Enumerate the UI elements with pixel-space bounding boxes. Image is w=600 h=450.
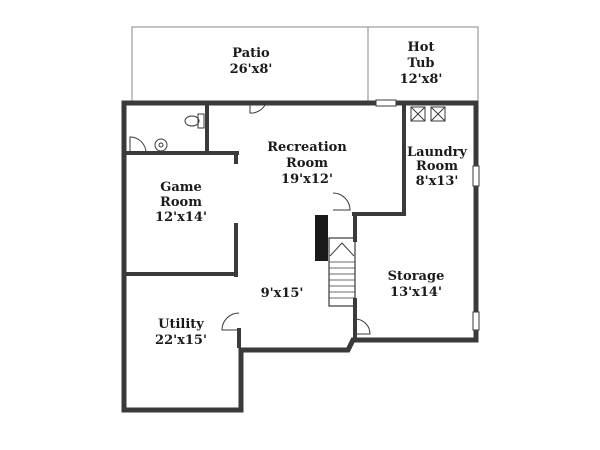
patio-name: Patio — [232, 46, 270, 61]
staircase-outline — [328, 237, 356, 307]
window-laundry — [472, 165, 480, 187]
recreation-name-2: Room — [286, 156, 328, 171]
door-utility — [221, 312, 240, 331]
interior-walls — [122, 101, 406, 348]
door-bath — [129, 136, 147, 154]
game-room-name-1: Game — [160, 180, 202, 195]
laundry-name-1: Laundry — [407, 145, 467, 160]
stair-treads — [329, 261, 355, 299]
door-storage — [354, 318, 371, 335]
bathroom-fixtures — [154, 113, 205, 152]
washer — [410, 106, 426, 122]
fireplace — [315, 215, 328, 261]
sink — [154, 138, 168, 152]
room-labels: Patio 26'x8' Hot Tub 12'x8' Recreation R… — [155, 40, 467, 348]
window-rear — [375, 99, 397, 107]
hot-tub-name-1: Hot — [408, 40, 435, 55]
laundry-name-2: Room — [416, 159, 458, 174]
laundry-dims: 8'x13' — [416, 174, 459, 189]
doors — [129, 102, 371, 335]
storage-dims: 13'x14' — [390, 285, 442, 300]
dryer — [430, 106, 446, 122]
hot-tub-dims: 12'x8' — [400, 72, 443, 87]
stair-arrow — [329, 242, 355, 257]
game-room-name-2: Room — [160, 195, 202, 210]
utility-name: Utility — [158, 317, 204, 332]
door-patio — [249, 102, 267, 114]
patio-dims: 26'x8' — [230, 62, 273, 77]
game-room-dims: 12'x14' — [155, 210, 207, 225]
windows — [375, 99, 480, 331]
toilet — [184, 113, 205, 129]
hall-dims: 9'x15' — [261, 286, 304, 301]
staircase — [328, 237, 356, 307]
door-recreation-stair — [332, 192, 351, 211]
laundry-appliances — [410, 106, 446, 122]
storage-name: Storage — [388, 269, 445, 284]
hot-tub-name-2: Tub — [407, 56, 434, 71]
window-storage — [472, 311, 480, 331]
utility-dims: 22'x15' — [155, 333, 207, 348]
recreation-dims: 19'x12' — [281, 172, 333, 187]
recreation-name-1: Recreation — [267, 140, 347, 155]
